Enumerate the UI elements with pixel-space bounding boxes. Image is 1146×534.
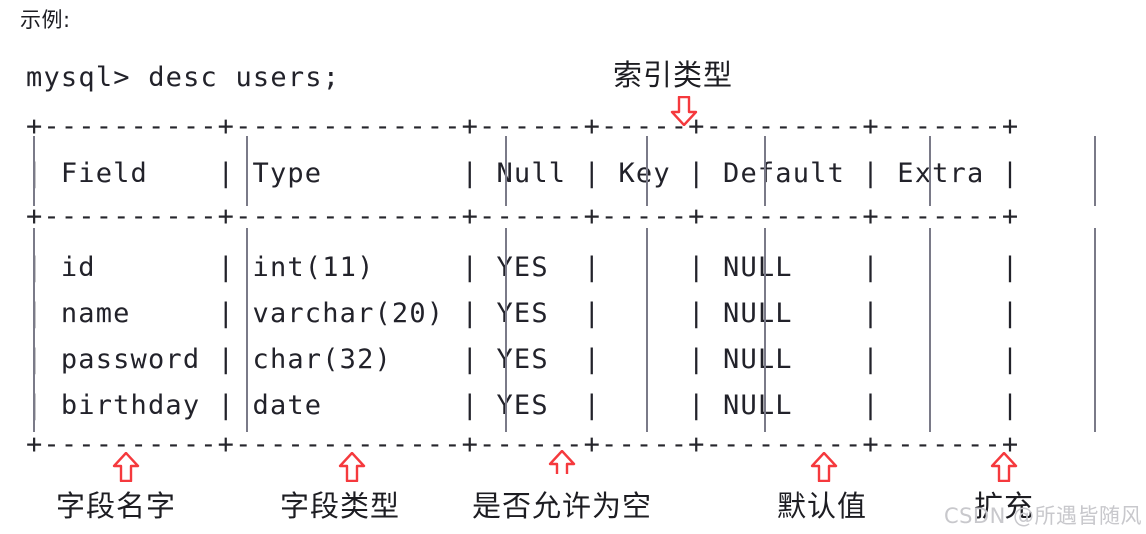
table-rule-bottom: +----------+-------------+------+-----+-… <box>26 429 1020 460</box>
annotation-label-field-type: 字段类型 <box>280 489 401 523</box>
column-divider <box>929 228 931 432</box>
arrow-down-icon <box>670 96 698 126</box>
column-divider <box>505 136 507 206</box>
column-divider <box>1094 136 1096 206</box>
annotation-label-extra: 扩充 <box>974 489 1035 523</box>
table-row: | id | int(11) | YES | | NULL | | <box>26 252 1020 283</box>
annotation-label-default-value: 默认值 <box>777 489 868 523</box>
table-row: | password | char(32) | YES | | NULL | | <box>26 344 1020 375</box>
table-row: | birthday | date | YES | | NULL | | <box>26 390 1020 421</box>
example-label: 示例: <box>20 8 71 32</box>
column-divider <box>764 228 766 432</box>
annotation-label-field-name: 字段名字 <box>56 489 177 523</box>
column-divider <box>1094 228 1096 432</box>
table-rule-top: +----------+-------------+------+-----+-… <box>26 111 1020 142</box>
table-row: | name | varchar(20) | YES | | NULL | | <box>26 298 1020 329</box>
mysql-prompt-line: mysql> desc users; <box>26 62 341 93</box>
csdn-watermark: CSDN @所遇皆随风 <box>943 504 1142 528</box>
arrow-up-icon <box>112 452 140 482</box>
column-divider <box>764 136 766 206</box>
arrow-up-icon <box>990 452 1018 482</box>
column-divider <box>646 228 648 432</box>
table-header-row: | Field | Type | Null | Key | Default | … <box>26 158 1020 189</box>
column-divider <box>33 228 35 432</box>
arrow-up-icon <box>548 450 576 474</box>
arrow-up-icon <box>338 452 366 482</box>
column-divider <box>646 136 648 206</box>
annotation-label-index-type: 索引类型 <box>613 58 734 92</box>
column-divider <box>246 136 248 206</box>
column-divider <box>505 228 507 432</box>
annotation-label-nullable: 是否允许为空 <box>472 489 653 523</box>
column-divider <box>246 228 248 432</box>
column-divider <box>33 136 35 206</box>
arrow-up-icon <box>810 452 838 482</box>
column-divider <box>929 136 931 206</box>
table-rule-middle: +----------+-------------+------+-----+-… <box>26 201 1020 232</box>
